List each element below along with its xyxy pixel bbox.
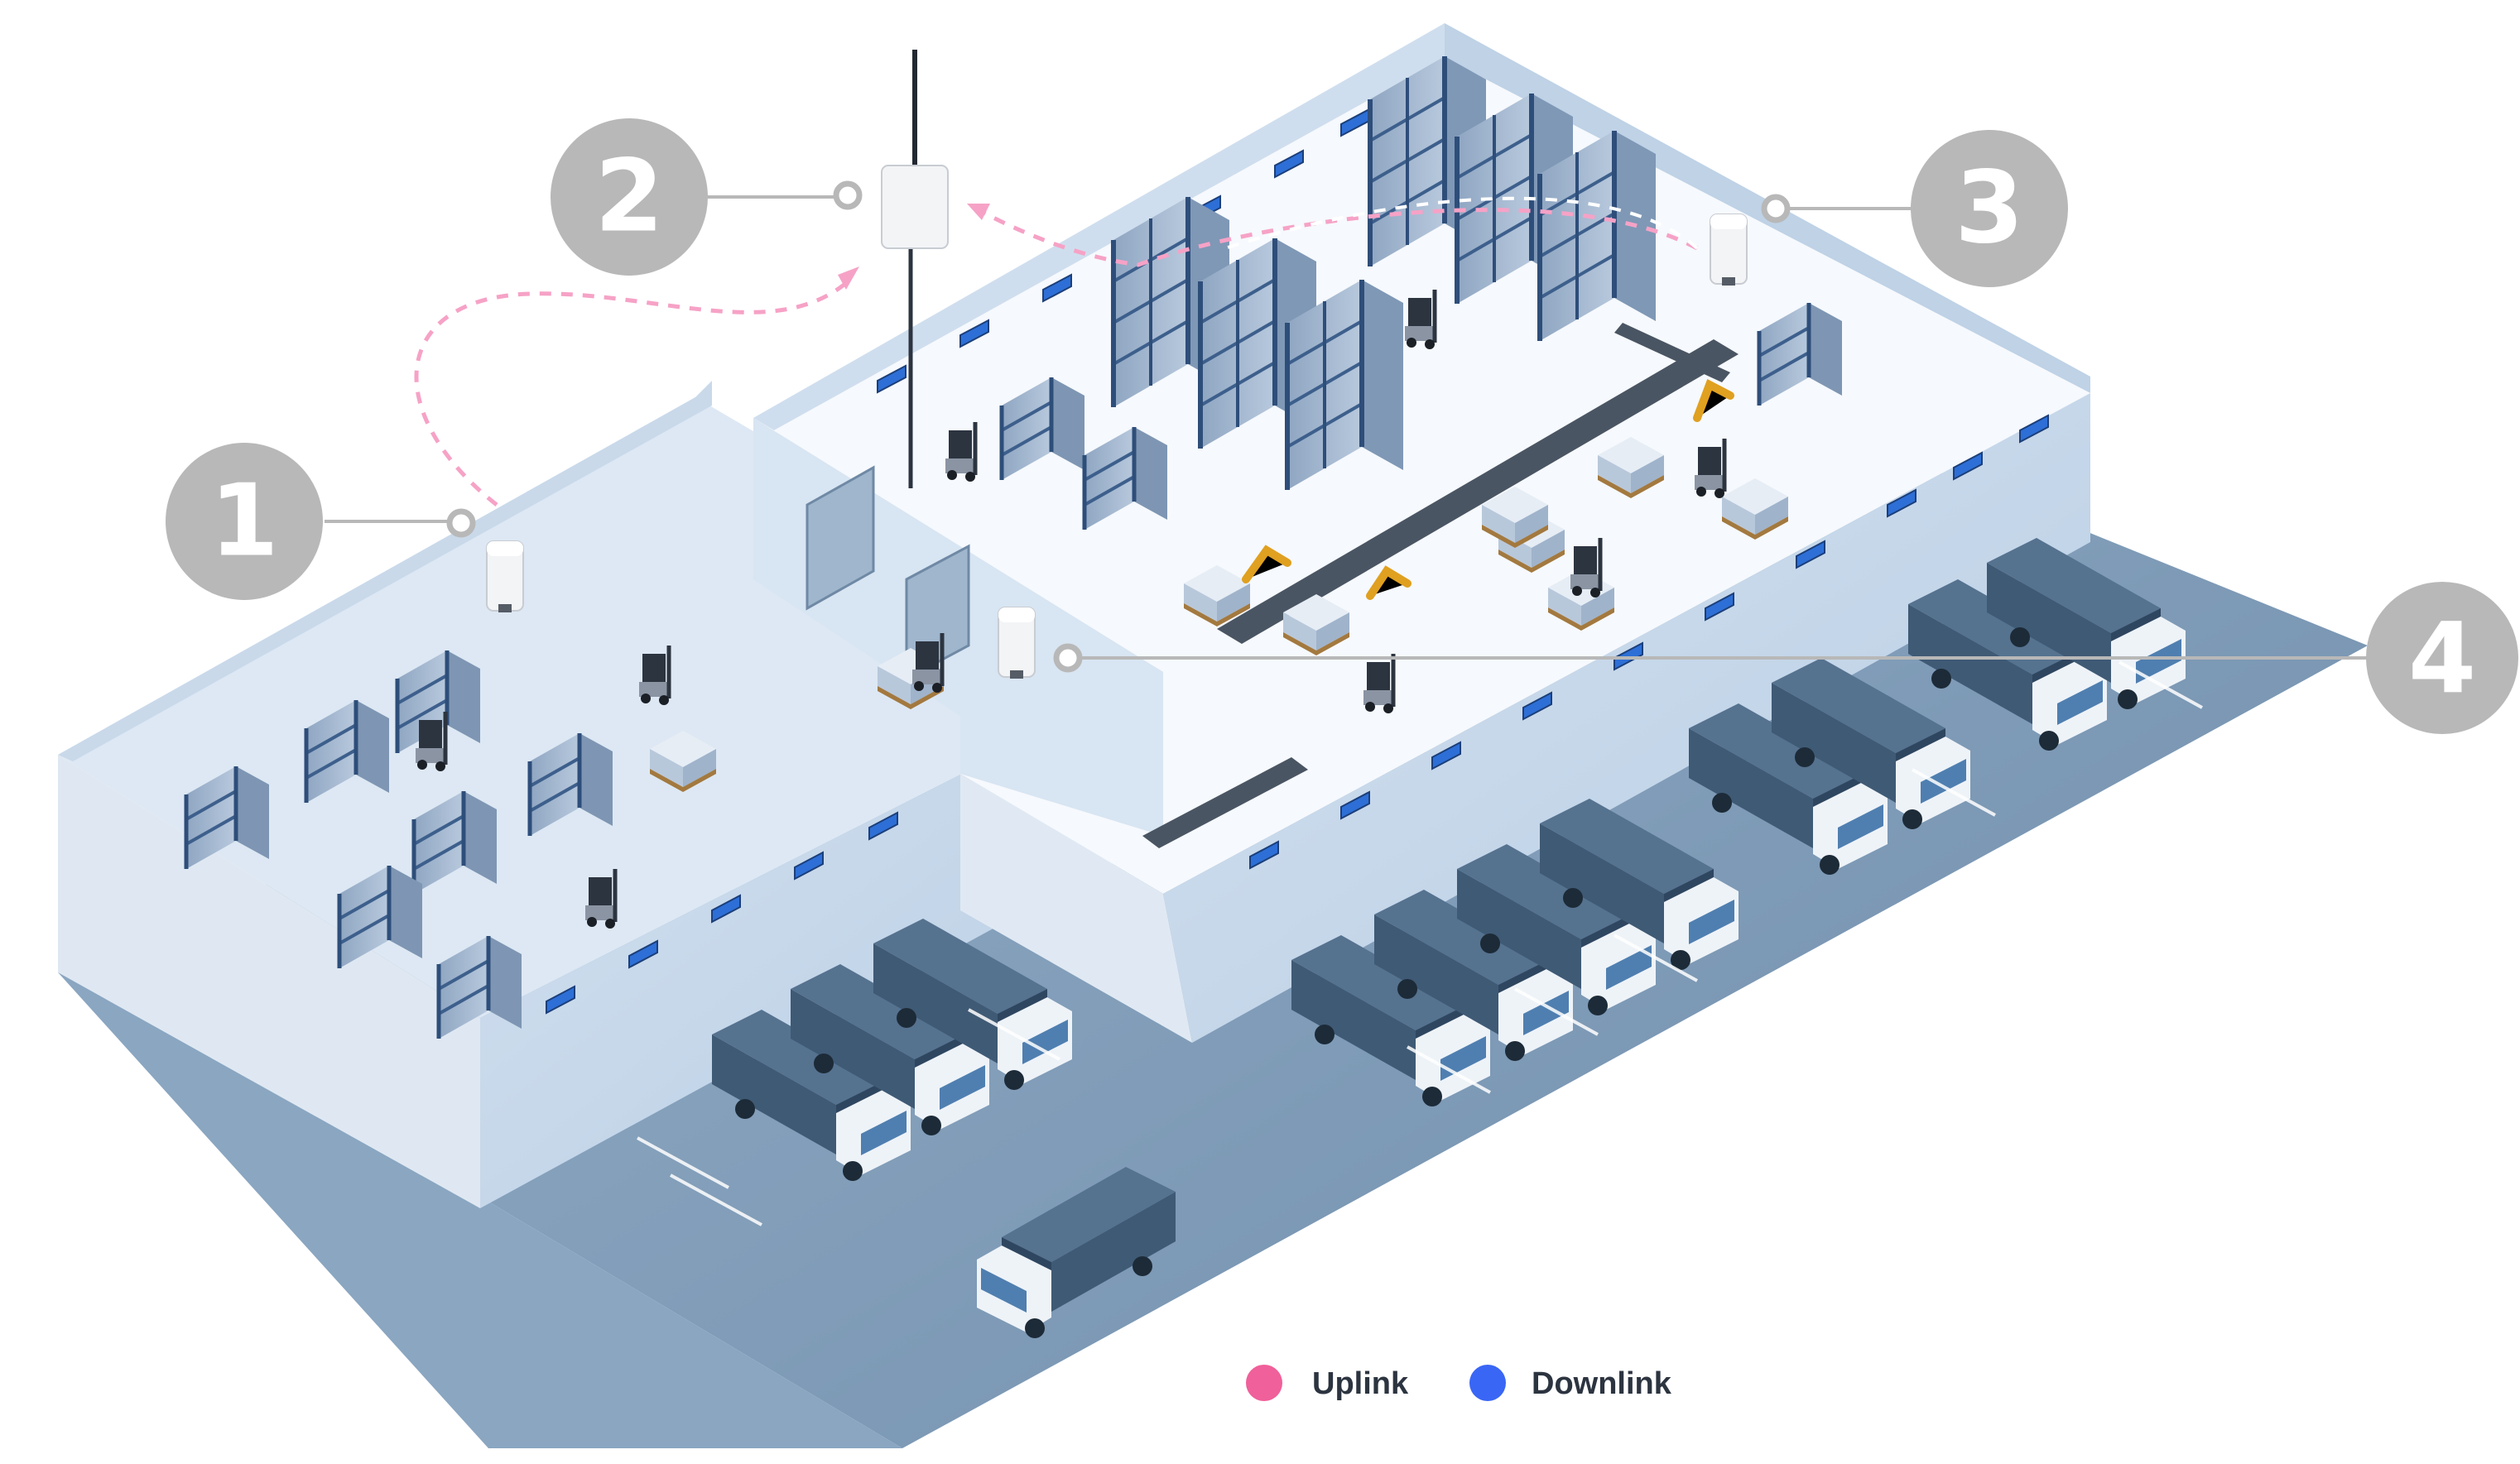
sensor-device-3 bbox=[1710, 214, 1748, 286]
legend: Uplink Downlink bbox=[1246, 1365, 1672, 1401]
svg-text:4: 4 bbox=[2408, 601, 2476, 715]
uplink-path-1 bbox=[414, 276, 854, 506]
marker-4: 4 bbox=[2366, 582, 2518, 734]
uplink-arrowhead-1 bbox=[838, 266, 859, 290]
svg-text:2: 2 bbox=[594, 140, 664, 255]
conveyor-line bbox=[1142, 323, 1739, 848]
uplink-arrowhead-3 bbox=[967, 204, 990, 220]
svg-text:3: 3 bbox=[1955, 151, 2024, 266]
main-front-left-wall bbox=[960, 774, 1192, 1043]
svg-text:1: 1 bbox=[209, 464, 279, 579]
marker-2: 2 bbox=[551, 118, 708, 276]
uplink-legend-label: Uplink bbox=[1312, 1366, 1409, 1401]
marker-leaders bbox=[325, 195, 2368, 660]
sensor-device-1 bbox=[486, 540, 524, 613]
uplink-arrows bbox=[414, 196, 1699, 506]
marker-3: 3 bbox=[1911, 130, 2068, 287]
sensor-device-4 bbox=[998, 607, 1036, 679]
main-floor bbox=[774, 58, 2090, 894]
base-station-antenna bbox=[881, 50, 949, 488]
marker-1: 1 bbox=[166, 443, 323, 600]
cold-storage-back-wall bbox=[58, 381, 712, 761]
downlink-legend-dot bbox=[1469, 1365, 1506, 1401]
robot-arms bbox=[1242, 378, 1734, 600]
cold-storage-front-wall bbox=[58, 755, 480, 1208]
downlink-legend-label: Downlink bbox=[1532, 1366, 1672, 1401]
uplink-legend-dot bbox=[1246, 1365, 1282, 1401]
downlink-path-3 bbox=[1224, 196, 1699, 250]
parking-lines bbox=[637, 660, 2203, 1226]
marker-dots bbox=[446, 180, 1791, 673]
uplink-path-3 bbox=[971, 204, 1699, 267]
main-front-wall bbox=[1163, 393, 2090, 1043]
main-back-wall-left bbox=[753, 23, 1445, 430]
